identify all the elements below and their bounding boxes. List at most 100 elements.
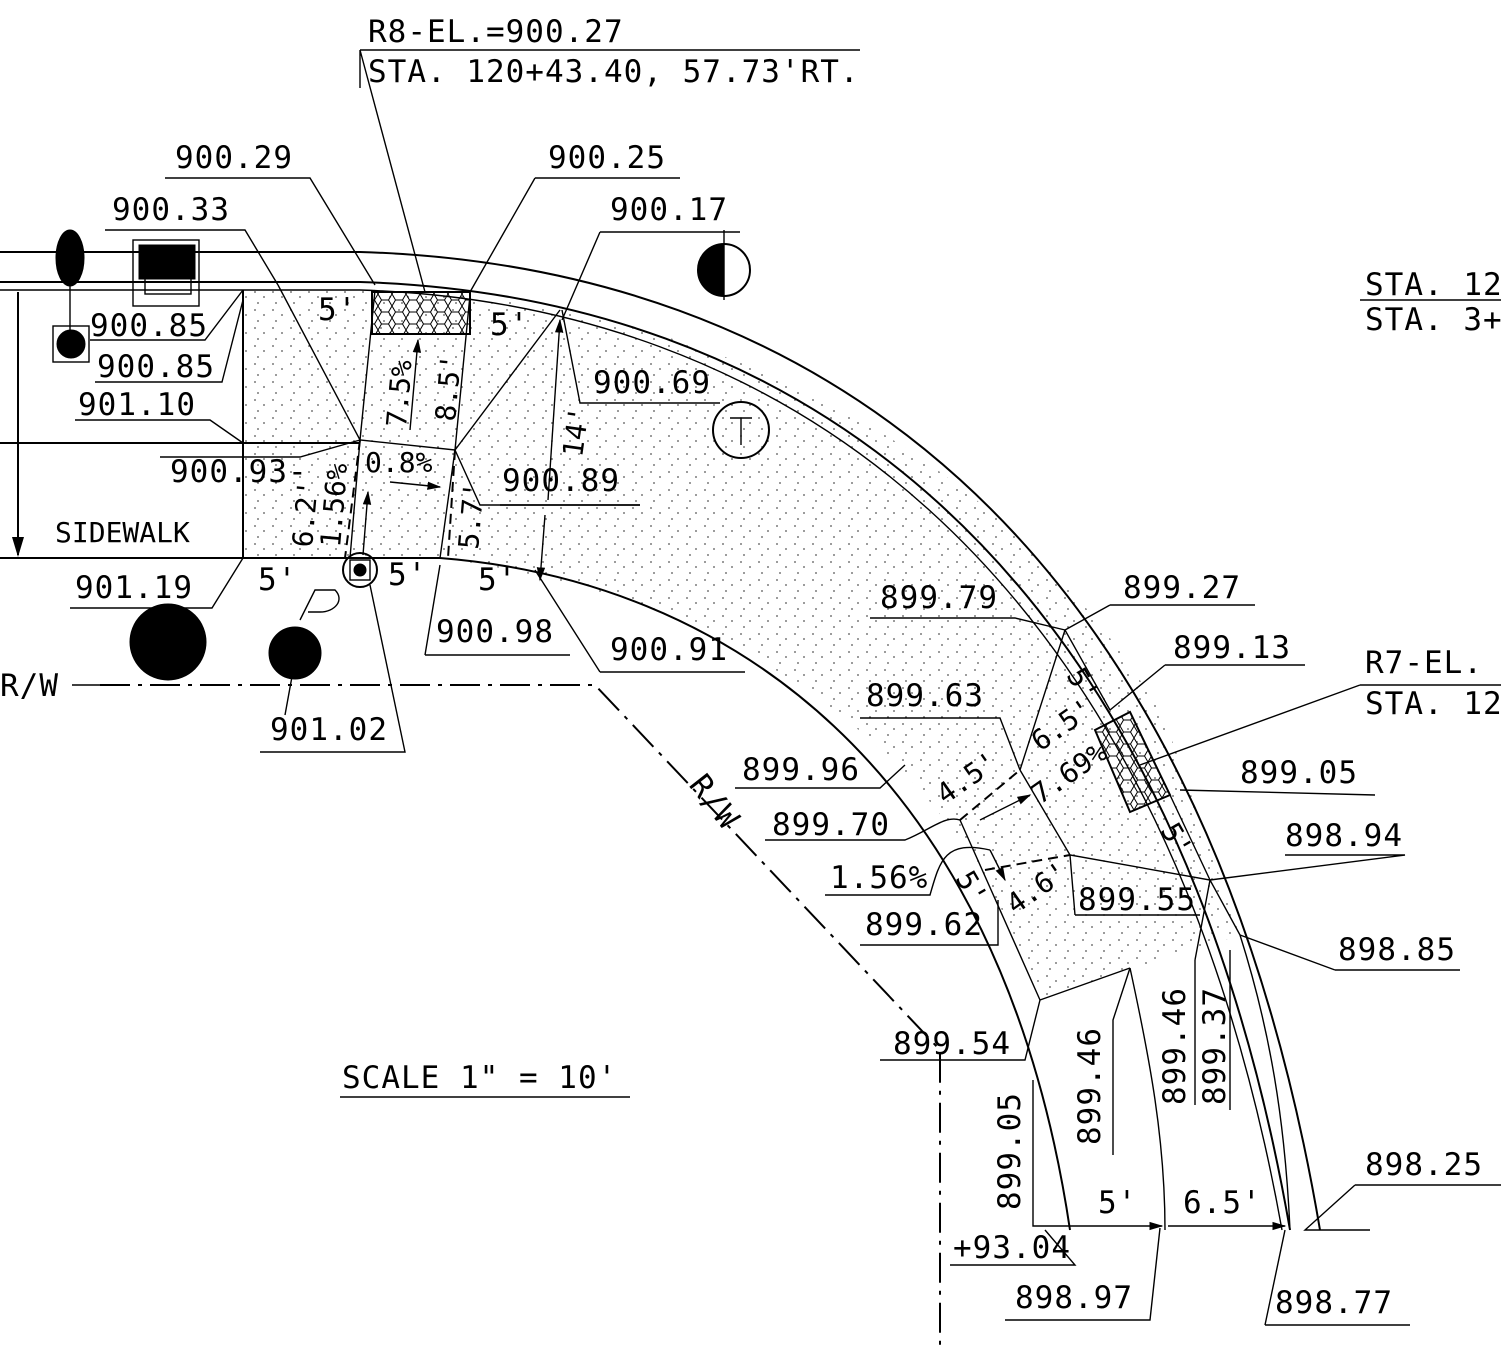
dim-5-top-mid: 5' [490,307,529,343]
dim-1-56-left: 1.56% [314,462,354,549]
tree-icon-small [268,626,322,680]
elev-899-79: 899.79 [880,580,998,616]
elev-899-63: 899.63 [866,678,984,714]
leader-900-91 [534,569,745,673]
telephone-marker [712,401,770,459]
valve-square [349,559,371,581]
elev-899-54: 899.54 [893,1026,1011,1062]
elev-900-29: 900.29 [175,140,293,176]
r8-station: STA. 120+43.40, 57.73'RT. [368,54,860,90]
elev-899-46a: 899.46 [1072,1027,1108,1145]
leader-898-77 [1264,1229,1410,1326]
elev-899-70: 899.70 [772,807,890,843]
leader-898-85 [1239,934,1460,971]
dim-arrow-1-56 [362,490,372,556]
p-leader [284,659,296,716]
elev-899-55: 899.55 [1078,882,1196,918]
dim-arrow-7-69 [979,794,1032,821]
elev-899-46b: 899.46 [1157,987,1193,1105]
elev-900-33: 900.33 [112,192,230,228]
leader-899-63 [860,717,1021,771]
leader-899-13 [1109,664,1305,711]
valve-circle [342,552,378,588]
curb-line-2 [0,281,1291,1231]
leader-901-19 [70,557,244,609]
leader-899-79 [870,617,1066,631]
leader-900-85a [90,289,244,341]
utility-small-circle [56,329,86,359]
elev-899-62: 899.62 [865,907,983,943]
leader-900-29 [165,177,376,286]
concrete-sidewalk-area [243,290,1240,1000]
dim-arrow-4-6 [989,849,1006,882]
utility-box-outline [52,325,90,363]
r7-station: STA. 12 [1365,686,1501,722]
elev-901-02: 901.02 [270,712,388,748]
leader-900-98 [424,564,570,656]
elev-900-69: 900.69 [593,365,711,401]
dim-5-bottom: 5' [1098,1185,1137,1221]
pole-icon [55,229,85,287]
leader-899-70 [765,818,961,841]
leader-900-85b [95,299,244,383]
leader-899-05b [1032,1080,1070,1227]
dim-arrow-14-down [536,514,546,582]
r8-title: R8-EL.=900.27 [368,14,624,50]
ramp-lines-dashed-r7 [959,769,1071,871]
elev-900-91: 900.91 [610,632,728,668]
dim-arrow-0-8 [389,481,442,490]
detectable-warning-r8 [371,291,471,335]
ramp-lines-dashed-r8 [344,439,456,559]
dim-5-bot-b: 5' [388,557,427,593]
dim-8-5: 8.5' [429,353,468,423]
elev-898-77: 898.77 [1275,1285,1393,1321]
meter-box-icon [138,244,196,280]
leader-900-25 [469,177,680,293]
elev-898-97: 898.97 [1015,1280,1133,1316]
leader-898-97 [1005,1227,1161,1321]
elev-898-94: 898.94 [1285,818,1403,854]
r7-title: R7-EL. [1365,645,1483,681]
ramp-lines-r8 [277,284,640,559]
elev-900-25: 900.25 [548,140,666,176]
elev-900-89: 900.89 [502,463,620,499]
dim-14: 14' [556,404,596,459]
leader-899-05a [1179,789,1376,796]
dim-arrow-7-5 [409,338,422,431]
elev-900-98: 900.98 [436,614,554,650]
leader-900-33 [105,229,279,286]
leader-900-93 [160,439,361,458]
rw-label-left: R/W [0,668,59,704]
elev-898-25: 898.25 [1365,1147,1483,1183]
elev-898-85: 898.85 [1338,932,1456,968]
dim-5-bot-a: 5' [258,562,297,598]
elev-899-05a: 899.05 [1240,755,1358,791]
sidewalk-label: SIDEWALK [55,516,190,549]
light-pole-half [697,243,725,297]
leader-899-46a [1112,967,1131,1155]
curb-line-3 [0,289,1283,1231]
leader-901-10 [75,419,244,444]
elev-901-19: 901.19 [75,570,193,606]
leader-899-62 [860,900,999,946]
dim-7-5pct: 7.5% [380,358,419,428]
ramp-lines-r7 [959,629,1241,1001]
leader-898-25 [1303,1184,1501,1231]
dim-5-bot-c: 5' [478,562,517,598]
elev-899-96: 899.96 [742,752,860,788]
leader-898-94 [1209,854,1406,881]
dim-6-2: 6.2' [286,479,325,549]
elev-899-37: 899.37 [1197,987,1233,1105]
elev-900-85b: 900.85 [97,349,215,385]
dim-0-8pct: 0.8% [365,446,433,479]
leader-1-56 [825,846,991,896]
sidewalk-inner-arc [1239,934,1291,1231]
dim-5-7: 5.7' [452,481,491,551]
elev-900-93: 900.93- [170,454,308,490]
tree-icon-large [129,603,207,681]
dim-6-5-bottom: 6.5' [1183,1185,1262,1221]
elev-899-13: 899.13 [1173,630,1291,666]
sidewalk-inner-arc-2 [1129,967,1166,1231]
valve-dot [353,563,367,577]
